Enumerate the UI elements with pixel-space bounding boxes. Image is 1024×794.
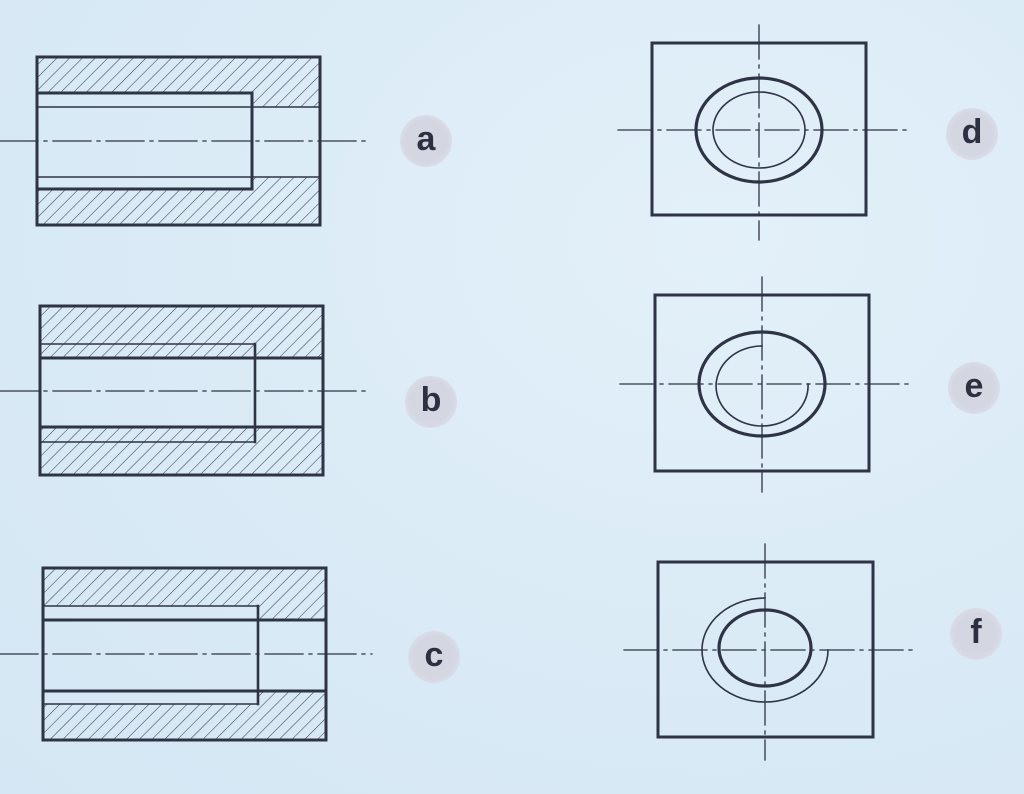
view-d-end [617,24,907,241]
view-label-a: a [400,115,452,167]
view-label-f: f [950,608,1002,660]
view-c-section [0,566,373,742]
view-label-e: e [948,362,1000,414]
view-label-c: c [408,631,460,683]
view-label-b: b [405,376,457,428]
view-f-end [623,543,913,761]
view-a-section [0,55,367,227]
view-label-d: d [946,108,998,160]
view-e-end [619,276,911,493]
view-b-section [0,304,371,477]
